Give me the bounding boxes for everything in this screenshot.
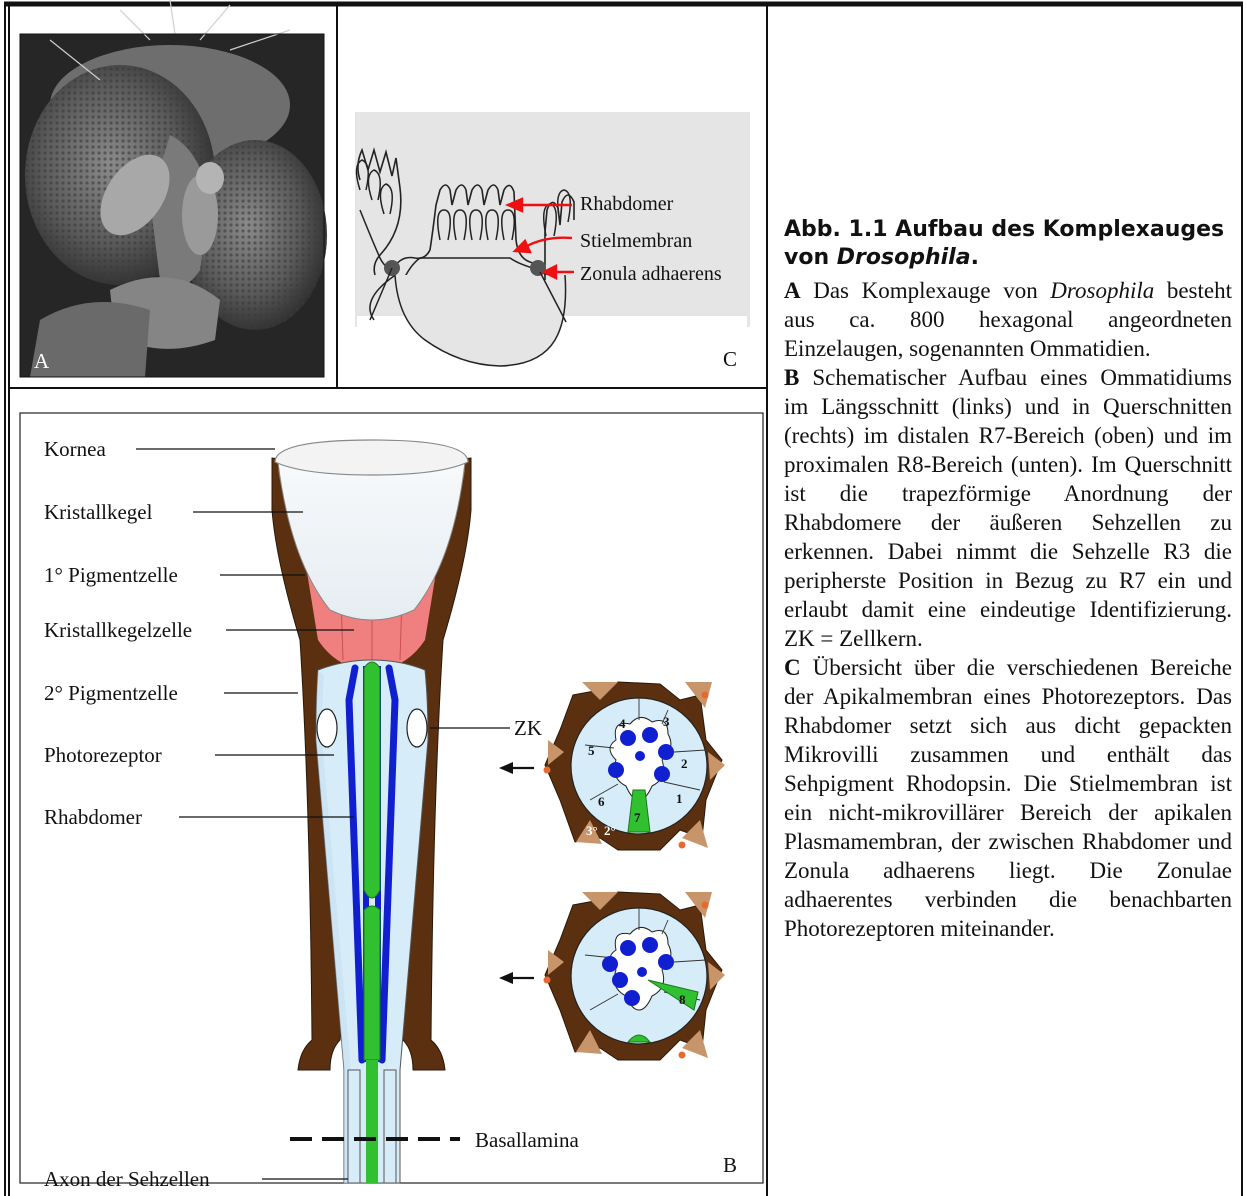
cross-top-num-3: 3: [663, 714, 670, 729]
cross-top-num-2: 2: [681, 756, 688, 771]
cross-top-num-3deg: 3°: [586, 823, 598, 838]
panel-b-letter: B: [723, 1153, 737, 1177]
label-1-pigmentzelle: 1° Pigmentzelle: [44, 563, 178, 587]
label-kristallkegel: Kristallkegel: [44, 500, 153, 524]
panel-c-label-stielmembran: Stielmembran: [580, 230, 692, 252]
cross-bottom-num-8: 8: [679, 992, 686, 1007]
cross-section-r7: 4 3 2 1 5 6 7 3° 2°: [499, 682, 725, 850]
caption-letter-b: B: [784, 365, 799, 390]
caption-letter-a: A: [784, 278, 801, 303]
panel-a-letter: A: [34, 349, 50, 373]
caption-a-species: Drosophila: [1050, 278, 1154, 303]
label-rhabdomer: Rhabdomer: [44, 805, 142, 829]
panel-c-letter: C: [723, 347, 737, 371]
label-kornea: Kornea: [44, 437, 106, 461]
caption-title-end: .: [971, 245, 979, 270]
caption-b-text: Schematischer Aufbau eines Ommatidiums i…: [784, 365, 1232, 651]
label-axon-der-sehzellen: Axon der Sehzellen: [44, 1167, 210, 1191]
panel-c-apical-membrane-diagram: Rhabdomer Stielmembran Zonula adhaerens …: [355, 112, 750, 371]
label-photorezeptor: Photorezeptor: [44, 743, 162, 767]
caption-para-c: C Übersicht über die verschiedenen Berei…: [784, 653, 1232, 943]
cross-top-num-6: 6: [598, 794, 605, 809]
caption-letter-c: C: [784, 655, 801, 680]
cross-top-num-1: 1: [676, 791, 683, 806]
cross-section-r8: 8: [499, 892, 725, 1060]
panel-b-ommatidium-longitudinal: [272, 440, 471, 1183]
label-2-pigmentzelle: 2° Pigmentzelle: [44, 681, 178, 705]
caption-title-species: Drosophila: [837, 245, 971, 270]
caption-a-pre: Das Komplexauge von: [813, 278, 1050, 303]
panel-c-label-zonula-adhaerens: Zonula adhaerens: [580, 263, 722, 285]
cross-top-num-2deg: 2°: [604, 823, 616, 838]
caption-para-b: B Schematischer Aufbau eines Ommatidiums…: [784, 363, 1232, 653]
panel-c-label-rhabdomer: Rhabdomer: [580, 193, 674, 215]
label-kristallkegelzelle: Kristallkegelzelle: [44, 618, 192, 642]
figure-caption: Abb. 1.1 Aufbau des Komplexauges von Dro…: [784, 216, 1232, 943]
cross-top-num-5: 5: [588, 743, 595, 758]
caption-title: Abb. 1.1 Aufbau des Komplexauges von Dro…: [784, 216, 1232, 272]
caption-c-text: Übersicht über die verschiedenen Bereich…: [784, 655, 1232, 941]
label-basallamina: Basallamina: [475, 1128, 579, 1152]
panel-a-sem-image: A: [20, 0, 327, 377]
label-zk: ZK: [514, 716, 542, 740]
caption-para-a: A Das Komplexauge von Drosophila besteht…: [784, 276, 1232, 363]
cross-top-num-7: 7: [634, 810, 641, 825]
cross-top-num-4: 4: [619, 716, 626, 731]
